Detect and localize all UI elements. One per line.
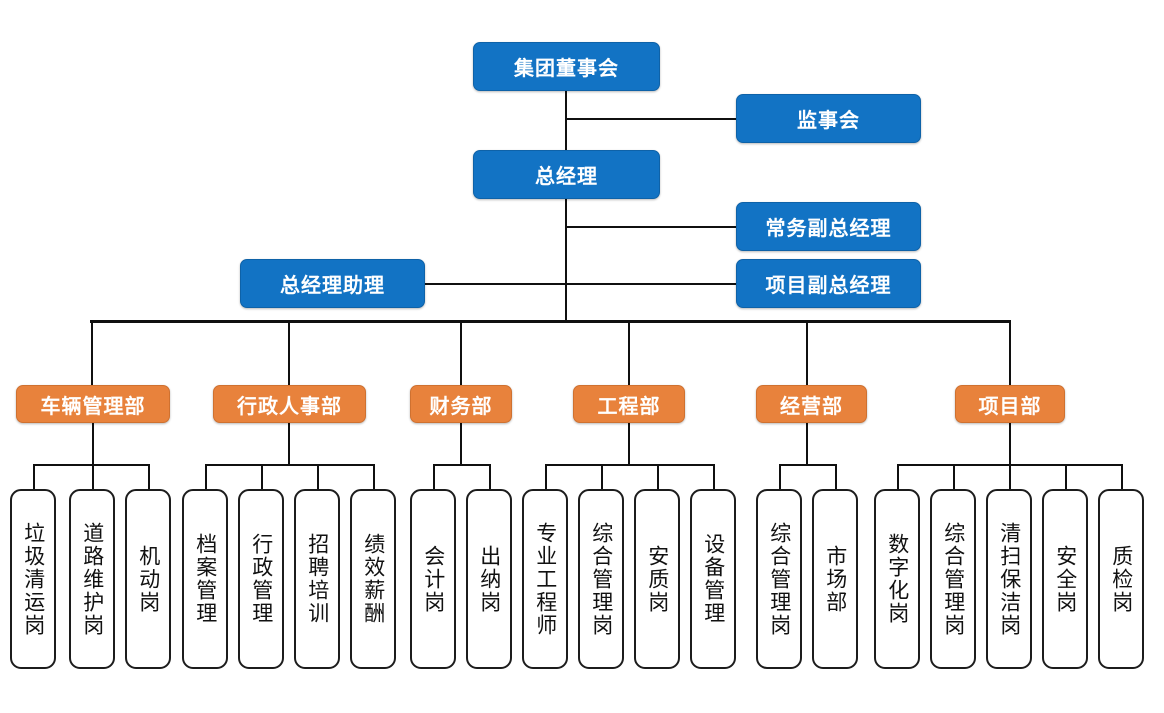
connector-dept6-leaf4 xyxy=(1065,464,1067,491)
node-position-equipment-management[interactable]: 设备管理 xyxy=(690,489,736,669)
position-label: 垃圾清运岗 xyxy=(21,521,46,637)
node-position-waste-collection[interactable]: 垃圾清运岗 xyxy=(10,489,56,669)
node-project-deputy-gm[interactable]: 项目副总经理 xyxy=(736,259,921,308)
connector-dept6-leaf3 xyxy=(1009,464,1011,491)
position-label: 数字化岗 xyxy=(885,533,910,625)
connector-dept4-leaf1 xyxy=(545,464,547,491)
connector-dept4-bar xyxy=(545,464,715,466)
node-position-cleaning-sanitation[interactable]: 清扫保洁岗 xyxy=(986,489,1032,669)
connector-dept2-bar xyxy=(205,464,375,466)
connector-dept4-leaf3 xyxy=(657,464,659,491)
node-position-digitalization[interactable]: 数字化岗 xyxy=(874,489,920,669)
node-position-road-maintenance[interactable]: 道路维护岗 xyxy=(69,489,115,669)
connector-dept1-bar xyxy=(33,464,150,466)
connector-dept2-leaf2 xyxy=(261,464,263,491)
connector-supervisory-board xyxy=(565,118,737,120)
connector-bus-drop-1 xyxy=(91,320,93,385)
connector-dept6-leaf1 xyxy=(897,464,899,491)
connector-dept3-stem xyxy=(460,422,462,465)
connector-gm-down xyxy=(565,199,567,322)
node-position-safety[interactable]: 安全岗 xyxy=(1042,489,1088,669)
node-position-marketing[interactable]: 市场部 xyxy=(812,489,858,669)
connector-dept1-leaf1 xyxy=(33,464,35,491)
node-department-engineering[interactable]: 工程部 xyxy=(573,385,685,423)
node-department-operations[interactable]: 经营部 xyxy=(756,385,867,423)
node-position-safety-quality[interactable]: 安质岗 xyxy=(634,489,680,669)
node-position-accounting[interactable]: 会计岗 xyxy=(410,489,456,669)
node-position-operations-general-management[interactable]: 综合管理岗 xyxy=(756,489,802,669)
position-label: 专业工程师 xyxy=(533,521,558,637)
connector-bus-drop-2 xyxy=(288,320,290,385)
connector-dept4-stem xyxy=(628,422,630,465)
node-position-project-general-management[interactable]: 综合管理岗 xyxy=(930,489,976,669)
node-group-board[interactable]: 集团董事会 xyxy=(473,42,660,91)
connector-project-deputy-gm xyxy=(565,283,737,285)
position-label: 安全岗 xyxy=(1053,544,1078,614)
connector-dept6-leaf2 xyxy=(953,464,955,491)
connector-dept2-stem xyxy=(288,422,290,465)
connector-dept2-leaf1 xyxy=(205,464,207,491)
position-label: 清扫保洁岗 xyxy=(997,521,1022,637)
position-label: 安质岗 xyxy=(645,544,670,614)
position-label: 会计岗 xyxy=(421,544,446,614)
node-position-cashier[interactable]: 出纳岗 xyxy=(466,489,512,669)
connector-dept3-leaf1 xyxy=(433,464,435,491)
connector-dept2-leaf4 xyxy=(373,464,375,491)
position-label: 绩效薪酬 xyxy=(361,533,386,625)
position-label: 综合管理岗 xyxy=(941,521,966,637)
node-department-vehicle-management[interactable]: 车辆管理部 xyxy=(16,385,170,423)
connector-dept6-stem xyxy=(1009,422,1011,465)
connector-dept4-leaf2 xyxy=(601,464,603,491)
position-label: 综合管理岗 xyxy=(767,521,792,637)
connector-dept3-bar xyxy=(433,464,491,466)
node-position-quality-inspection[interactable]: 质检岗 xyxy=(1098,489,1144,669)
connector-dept5-bar xyxy=(779,464,837,466)
position-label: 档案管理 xyxy=(193,533,218,625)
position-label: 机动岗 xyxy=(136,544,161,614)
node-supervisory-board[interactable]: 监事会 xyxy=(736,94,921,143)
connector-dept1-leaf2 xyxy=(92,464,94,491)
connector-bus-drop-3 xyxy=(460,320,462,385)
position-label: 市场部 xyxy=(823,544,848,614)
connector-dept2-leaf3 xyxy=(317,464,319,491)
node-position-admin-management[interactable]: 行政管理 xyxy=(238,489,284,669)
position-label: 招聘培训 xyxy=(305,533,330,625)
node-position-performance-compensation[interactable]: 绩效薪酬 xyxy=(350,489,396,669)
node-department-project[interactable]: 项目部 xyxy=(955,385,1065,423)
connector-dept1-leaf3 xyxy=(148,464,150,491)
connector-dept1-stem xyxy=(92,422,94,465)
node-position-engineering-general-management[interactable]: 综合管理岗 xyxy=(578,489,624,669)
node-department-admin-hr[interactable]: 行政人事部 xyxy=(213,385,366,423)
connector-dept4-leaf4 xyxy=(713,464,715,491)
connector-gm-assistant xyxy=(424,283,567,285)
connector-dept5-leaf2 xyxy=(835,464,837,491)
connector-dept6-leaf5 xyxy=(1121,464,1123,491)
node-position-motor-vehicle[interactable]: 机动岗 xyxy=(125,489,171,669)
position-label: 道路维护岗 xyxy=(80,521,105,637)
connector-bus-drop-6 xyxy=(1009,320,1011,385)
position-label: 行政管理 xyxy=(249,533,274,625)
connector-main-bus xyxy=(90,320,1011,323)
connector-exec-deputy-gm xyxy=(565,226,737,228)
connector-board-down xyxy=(565,91,567,151)
node-department-finance[interactable]: 财务部 xyxy=(410,385,512,423)
position-label: 设备管理 xyxy=(701,533,726,625)
connector-dept5-leaf1 xyxy=(779,464,781,491)
position-label: 出纳岗 xyxy=(477,544,502,614)
position-label: 综合管理岗 xyxy=(589,521,614,637)
node-position-recruitment-training[interactable]: 招聘培训 xyxy=(294,489,340,669)
node-executive-deputy-gm[interactable]: 常务副总经理 xyxy=(736,202,921,251)
connector-bus-drop-5 xyxy=(806,320,808,385)
connector-bus-drop-4 xyxy=(628,320,630,385)
node-gm-assistant[interactable]: 总经理助理 xyxy=(240,259,425,308)
position-label: 质检岗 xyxy=(1109,544,1134,614)
node-position-professional-engineer[interactable]: 专业工程师 xyxy=(522,489,568,669)
connector-dept5-stem xyxy=(806,422,808,465)
connector-dept3-leaf2 xyxy=(489,464,491,491)
node-position-archive-management[interactable]: 档案管理 xyxy=(182,489,228,669)
node-general-manager[interactable]: 总经理 xyxy=(473,150,660,199)
